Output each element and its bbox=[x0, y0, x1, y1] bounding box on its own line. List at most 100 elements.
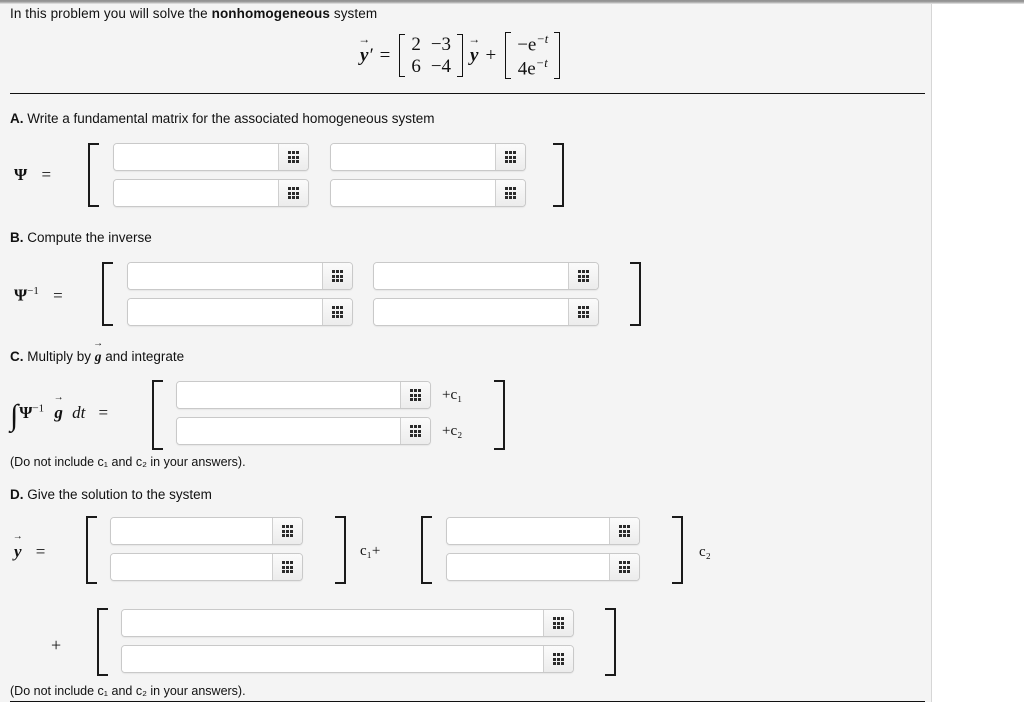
section-c-heading: C. Multiply by g and integrate bbox=[10, 349, 184, 365]
input-field[interactable] bbox=[447, 554, 609, 580]
input-psi-r2c1[interactable] bbox=[113, 179, 309, 207]
annotation-plus-c2: +c₂ bbox=[442, 423, 463, 439]
equation-lhs-vector: y bbox=[360, 45, 368, 67]
input-solution-v2-row1[interactable] bbox=[446, 517, 640, 545]
math-palette-button[interactable] bbox=[543, 610, 573, 636]
section-c-text-pre: Multiply by bbox=[23, 349, 95, 364]
matrix-bracket-left-a bbox=[88, 143, 99, 207]
matrix-bracket-left-b bbox=[102, 262, 113, 326]
matrix-bracket-right-c bbox=[494, 380, 505, 450]
section-c-text-post: and integrate bbox=[101, 349, 185, 364]
input-integral-row2[interactable] bbox=[176, 417, 431, 445]
section-d-heading: D. Give the solution to the system bbox=[10, 487, 212, 502]
input-psi-inv-r2c2[interactable] bbox=[373, 298, 599, 326]
grid-3x3-icon bbox=[281, 525, 294, 537]
math-palette-button[interactable] bbox=[322, 299, 352, 325]
matrix-bracket-right-d3 bbox=[605, 608, 616, 676]
input-field[interactable] bbox=[374, 299, 568, 325]
grid-3x3-icon bbox=[409, 389, 422, 401]
input-field[interactable] bbox=[128, 299, 322, 325]
psi-label: Ψ = bbox=[14, 165, 51, 185]
input-field[interactable] bbox=[177, 418, 400, 444]
math-palette-button[interactable] bbox=[278, 144, 308, 170]
math-palette-button[interactable] bbox=[568, 263, 598, 289]
equation-plus: + bbox=[485, 44, 497, 66]
section-c-vector-g: g bbox=[95, 349, 102, 365]
input-field[interactable] bbox=[128, 263, 322, 289]
math-palette-button[interactable] bbox=[495, 144, 525, 170]
annotation-plus-c1: +c₁ bbox=[442, 387, 463, 403]
matrix-bracket-right-d2 bbox=[672, 516, 683, 584]
input-field[interactable] bbox=[111, 518, 272, 544]
grid-3x3-icon bbox=[331, 306, 344, 318]
input-solution-v2-row2[interactable] bbox=[446, 553, 640, 581]
equation-equals: = bbox=[379, 44, 391, 66]
forcing-row2-exp: −t bbox=[535, 55, 548, 70]
section-a-heading: A. Write a fundamental matrix for the as… bbox=[10, 111, 434, 126]
math-palette-button[interactable] bbox=[400, 418, 430, 444]
input-psi-inv-r1c2[interactable] bbox=[373, 262, 599, 290]
vector-g: g bbox=[54, 403, 63, 423]
math-palette-button[interactable] bbox=[568, 299, 598, 325]
psi-superscript: −1 bbox=[27, 285, 39, 297]
prompt-emphasis: nonhomogeneous bbox=[211, 6, 330, 21]
forcing-row1-exp: −t bbox=[536, 32, 549, 46]
input-field[interactable] bbox=[114, 180, 278, 206]
math-palette-button[interactable] bbox=[495, 180, 525, 206]
input-solution-particular-row2[interactable] bbox=[121, 645, 574, 673]
system-equation: y′ = 2 −3 6 −4 y + −e−t 4e−t bbox=[360, 32, 562, 80]
matrix-cell-r1c1: 2 bbox=[411, 34, 421, 56]
input-solution-v1-row2[interactable] bbox=[110, 553, 303, 581]
input-field[interactable] bbox=[122, 610, 543, 636]
section-a-text: Write a fundamental matrix for the assoc… bbox=[23, 111, 435, 126]
section-b-heading: B. Compute the inverse bbox=[10, 230, 152, 245]
input-field[interactable] bbox=[447, 518, 609, 544]
input-integral-row1[interactable] bbox=[176, 381, 431, 409]
matrix-bracket-left-d1 bbox=[86, 516, 97, 584]
input-psi-r2c2[interactable] bbox=[330, 179, 526, 207]
math-palette-button[interactable] bbox=[278, 180, 308, 206]
integral-equals: = bbox=[98, 403, 109, 422]
input-solution-particular-row1[interactable] bbox=[121, 609, 574, 637]
input-field[interactable] bbox=[374, 263, 568, 289]
input-field[interactable] bbox=[111, 554, 272, 580]
input-solution-v1-row1[interactable] bbox=[110, 517, 303, 545]
input-field[interactable] bbox=[122, 646, 543, 672]
annotation-c1-plus: c₁+ bbox=[360, 543, 381, 559]
solution-vector-label: y = bbox=[14, 542, 45, 562]
input-field[interactable] bbox=[177, 382, 400, 408]
grid-3x3-icon bbox=[504, 151, 517, 163]
psi-inverse-label: Ψ−1 = bbox=[14, 285, 63, 306]
math-palette-button[interactable] bbox=[609, 518, 639, 544]
math-palette-button[interactable] bbox=[272, 518, 302, 544]
grid-3x3-icon bbox=[552, 617, 565, 629]
section-c-letter: C. bbox=[10, 349, 24, 364]
grid-3x3-icon bbox=[577, 306, 590, 318]
window-top-edge bbox=[0, 0, 1024, 4]
section-d-letter: D. bbox=[10, 487, 24, 502]
math-palette-button[interactable] bbox=[609, 554, 639, 580]
forcing-row1-coef: −e bbox=[517, 34, 537, 56]
math-palette-button[interactable] bbox=[272, 554, 302, 580]
forcing-row2: 4e−t bbox=[512, 56, 553, 80]
prompt-trail: system bbox=[330, 6, 378, 21]
problem-page: In this problem you will solve the nonho… bbox=[0, 4, 932, 702]
input-psi-r1c1[interactable] bbox=[113, 143, 309, 171]
matrix-bracket-right-a bbox=[553, 143, 564, 207]
input-field[interactable] bbox=[331, 180, 495, 206]
math-palette-button[interactable] bbox=[400, 382, 430, 408]
matrix-bracket-left-c bbox=[152, 380, 163, 450]
input-field[interactable] bbox=[331, 144, 495, 170]
section-b-text: Compute the inverse bbox=[23, 230, 152, 245]
input-psi-r1c2[interactable] bbox=[330, 143, 526, 171]
grid-3x3-icon bbox=[287, 151, 300, 163]
math-palette-button[interactable] bbox=[543, 646, 573, 672]
input-psi-inv-r1c1[interactable] bbox=[127, 262, 353, 290]
matrix-bracket-left-d2 bbox=[421, 516, 432, 584]
grid-3x3-icon bbox=[618, 561, 631, 573]
math-palette-button[interactable] bbox=[322, 263, 352, 289]
grid-3x3-icon bbox=[409, 425, 422, 437]
matrix-cell-r2c2: −4 bbox=[430, 55, 452, 77]
input-psi-inv-r2c1[interactable] bbox=[127, 298, 353, 326]
input-field[interactable] bbox=[114, 144, 278, 170]
